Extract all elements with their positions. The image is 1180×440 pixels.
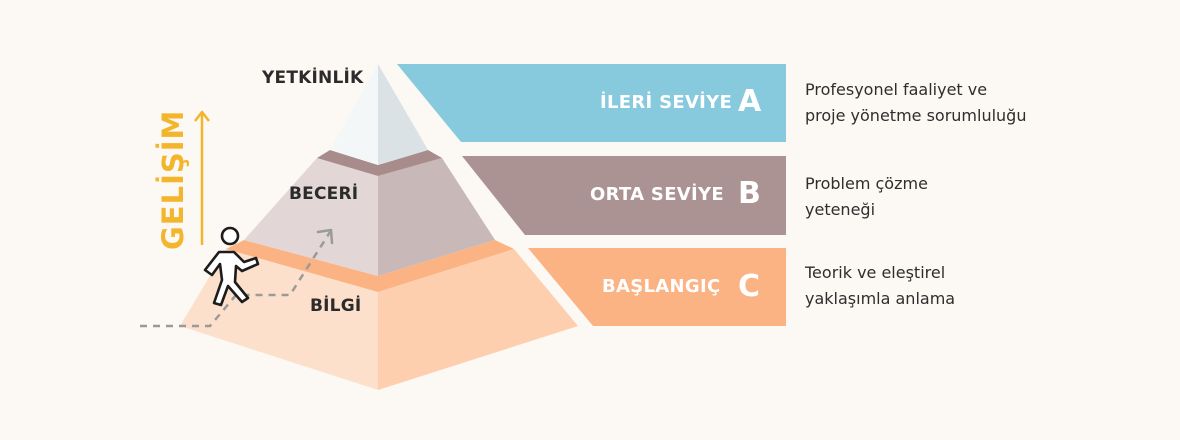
middle-tier-left [244, 158, 378, 276]
description-line: Problem çözme [805, 174, 928, 193]
top-tier-label: YETKİNLİK [262, 68, 364, 88]
level-a-label: İLERİ SEVİYE [600, 92, 733, 113]
band-c-connector [528, 248, 786, 326]
description-line: proje yönetme sorumluluğu [805, 106, 1027, 125]
level-a-letter: A [738, 84, 762, 119]
band-a-connector [397, 64, 786, 142]
level-b-description: Problem çözme yeteneği [805, 171, 1105, 223]
description-line: Profesyonel faaliyet ve [805, 80, 988, 99]
level-c-label: BAŞLANGIÇ [602, 276, 721, 297]
middle-tier-label: BECERİ [289, 184, 359, 204]
level-b-letter: B [738, 176, 761, 211]
level-a-description: Profesyonel faaliyet ve proje yönetme so… [805, 77, 1105, 129]
level-b-label: ORTA SEVİYE [590, 184, 724, 205]
description-line: yeteneği [805, 200, 876, 219]
walking-person-icon [203, 226, 260, 307]
bottom-tier-rim [226, 240, 514, 292]
growth-label: GELİŞİM [156, 109, 190, 250]
bottom-tier-label: BİLGİ [310, 296, 362, 316]
level-c-letter: C [738, 269, 761, 304]
band-b-connector [462, 156, 786, 235]
bottom-tier-right [378, 249, 578, 390]
growth-arrow-icon [194, 110, 210, 245]
description-line: Teorik ve eleştirel [805, 263, 946, 282]
description-line: yaklaşımla anlama [805, 289, 956, 308]
top-tier-left [330, 64, 378, 165]
middle-tier-right [378, 158, 495, 276]
top-tier-right [378, 64, 428, 165]
level-c-description: Teorik ve eleştirel yaklaşımla anlama [805, 260, 1105, 312]
middle-tier-rim [317, 150, 442, 176]
